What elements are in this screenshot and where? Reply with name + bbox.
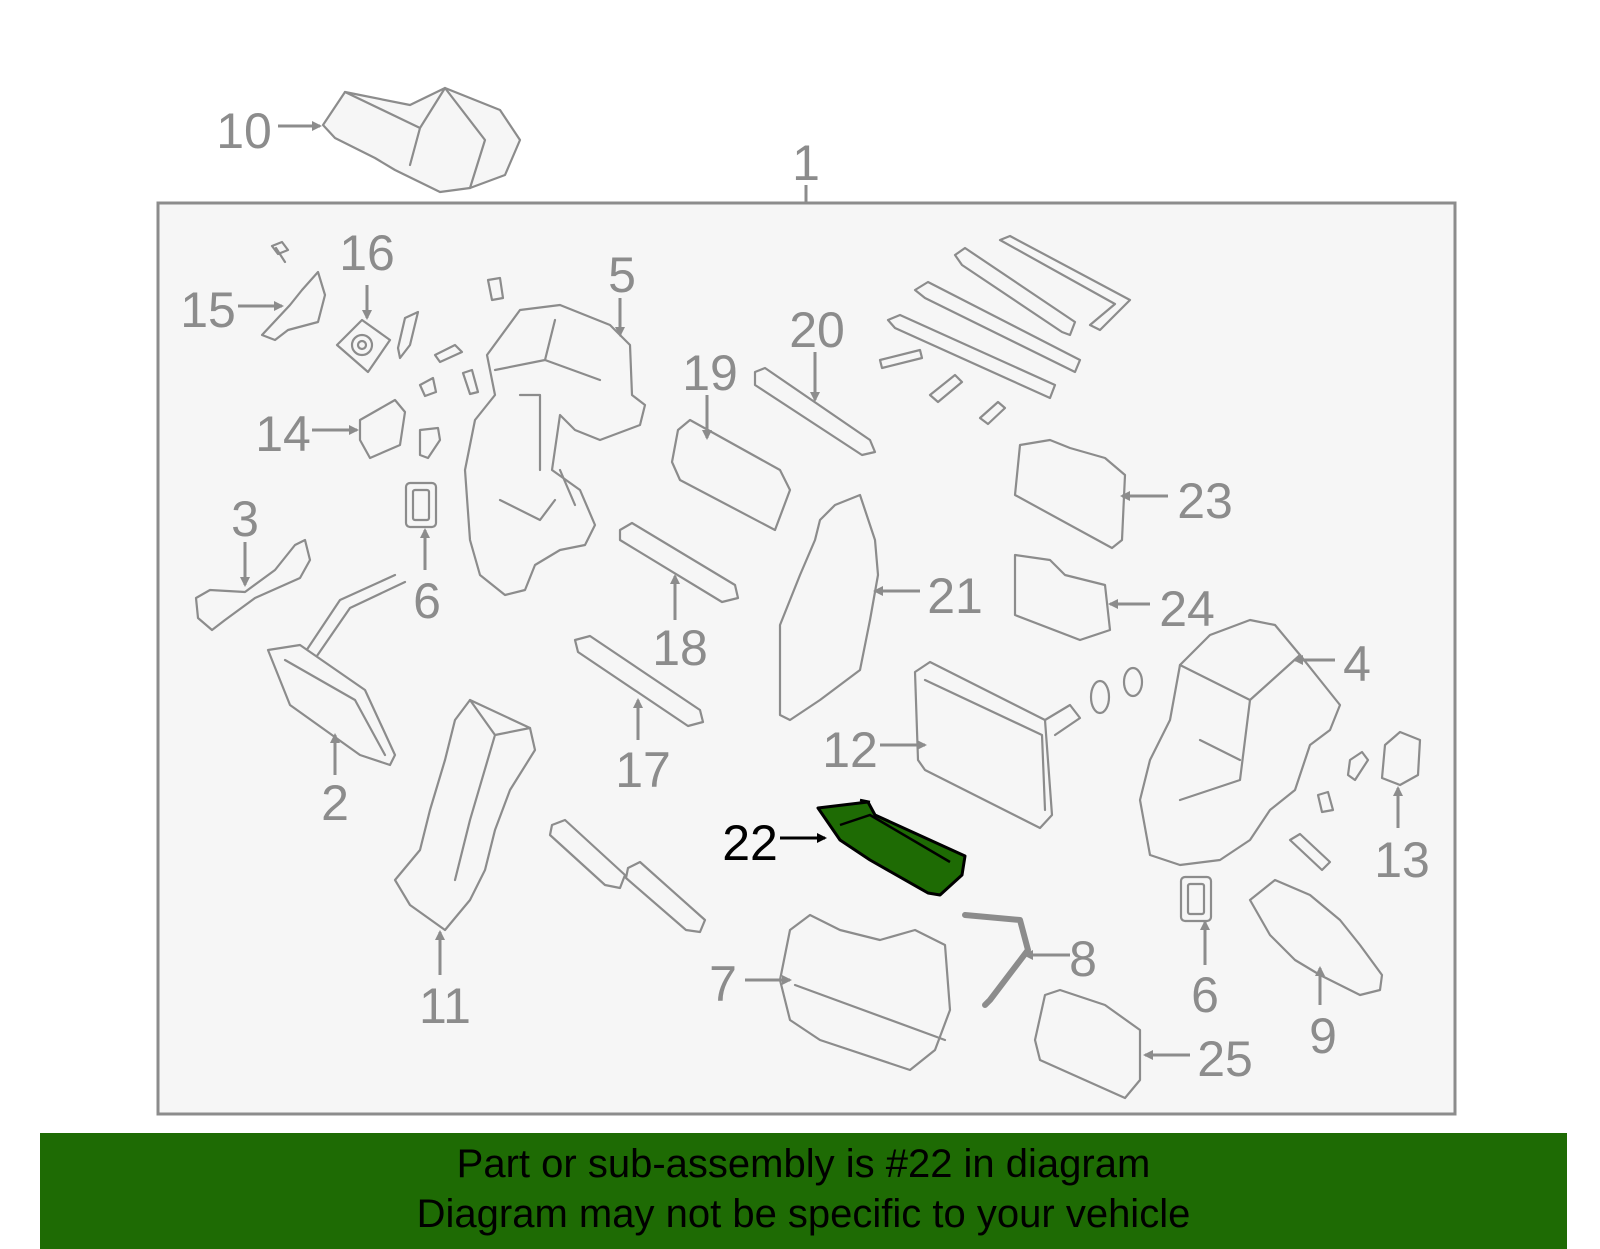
part-9-duct bbox=[1248, 878, 1384, 997]
info-banner: Part or sub-assembly is #22 in diagram D… bbox=[40, 1133, 1567, 1249]
callout-6-right: 6 bbox=[1191, 967, 1219, 1023]
callout-22: 22 bbox=[722, 815, 778, 871]
callout-13: 13 bbox=[1374, 832, 1430, 888]
callout-18: 18 bbox=[652, 620, 708, 676]
small-clip-d bbox=[461, 368, 480, 396]
small-clip-a bbox=[433, 343, 464, 364]
callout-17: 17 bbox=[615, 742, 671, 798]
small-clip-e bbox=[418, 426, 442, 460]
callout-14: 14 bbox=[255, 406, 311, 462]
callout-19: 19 bbox=[682, 345, 738, 401]
part-11-duct bbox=[393, 698, 537, 932]
door-lower-b bbox=[624, 860, 707, 934]
callout-4: 4 bbox=[1343, 636, 1371, 692]
small-clip-c bbox=[418, 376, 438, 398]
part-24-panel bbox=[1013, 553, 1112, 642]
part-3-bracket bbox=[194, 538, 312, 632]
banner-line-1: Part or sub-assembly is #22 in diagram bbox=[456, 1142, 1151, 1186]
part-16-actuator bbox=[335, 318, 392, 374]
callout-1: 1 bbox=[792, 135, 820, 191]
part-18-door bbox=[618, 521, 740, 604]
part-4-case bbox=[1138, 618, 1342, 867]
part-25-cover bbox=[1033, 988, 1142, 1100]
small-clip-b bbox=[486, 276, 505, 302]
callout-23: 23 bbox=[1177, 473, 1233, 529]
part-2-heater-core bbox=[266, 573, 407, 767]
callout-10: 10 bbox=[216, 103, 272, 159]
callout-20: 20 bbox=[789, 302, 845, 358]
callout-8: 8 bbox=[1069, 931, 1097, 987]
callout-25: 25 bbox=[1197, 1031, 1253, 1087]
part-20-door bbox=[753, 366, 877, 457]
callout-16: 16 bbox=[339, 225, 395, 281]
small-lever bbox=[396, 310, 420, 360]
part-7-lower-case bbox=[778, 913, 952, 1072]
part-10-duct bbox=[321, 86, 522, 194]
callout-11: 11 bbox=[419, 978, 471, 1034]
callout-6-left: 6 bbox=[413, 573, 441, 629]
callout-21: 21 bbox=[927, 568, 983, 624]
callout-24: 24 bbox=[1159, 581, 1215, 637]
door-lower-a bbox=[548, 818, 627, 890]
callout-15: 15 bbox=[180, 282, 236, 338]
part-12-evaporator bbox=[913, 660, 1144, 830]
part-13-bracket bbox=[1380, 730, 1422, 787]
part-19-door bbox=[670, 418, 792, 532]
small-clip-f bbox=[1346, 750, 1370, 782]
seal-strips bbox=[878, 234, 1132, 426]
small-clip-g bbox=[1316, 790, 1335, 814]
part-21-case-half bbox=[778, 493, 880, 722]
part-23-panel bbox=[1013, 438, 1127, 550]
callout-3: 3 bbox=[231, 491, 259, 547]
part-5-case bbox=[463, 303, 647, 597]
part-14-bracket bbox=[358, 398, 407, 460]
part-17-door bbox=[573, 634, 705, 728]
callout-7: 7 bbox=[709, 956, 737, 1012]
banner-line-2: Diagram may not be specific to your vehi… bbox=[416, 1192, 1191, 1236]
part-15-bracket bbox=[260, 240, 327, 342]
part-22-highlighted bbox=[816, 798, 967, 897]
callout-12: 12 bbox=[822, 722, 878, 778]
callout-9: 9 bbox=[1309, 1008, 1337, 1064]
callout-5: 5 bbox=[608, 247, 636, 303]
small-clip-h bbox=[1288, 832, 1332, 872]
callout-2: 2 bbox=[321, 775, 349, 831]
